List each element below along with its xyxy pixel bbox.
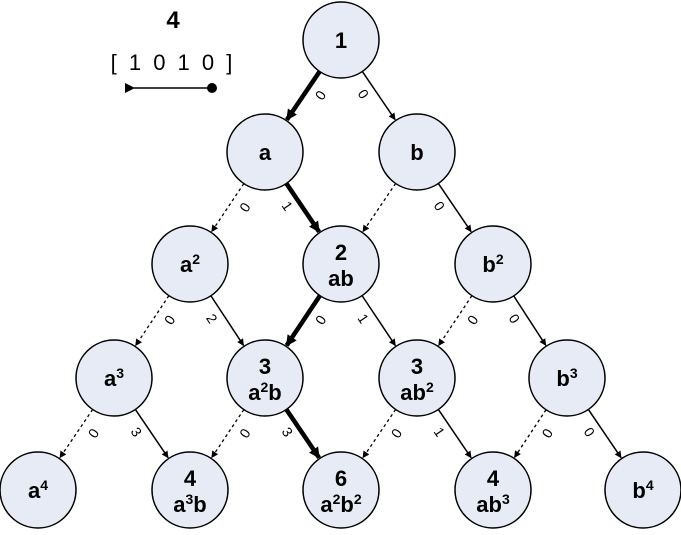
node-term: a3b xyxy=(173,491,207,517)
node-circle xyxy=(151,451,229,529)
node-term: a4 xyxy=(28,477,48,503)
edge-ab-to-ab2 xyxy=(361,295,396,347)
node-circle xyxy=(454,451,532,529)
node-circle xyxy=(151,225,229,303)
node-term: b2 xyxy=(482,251,503,277)
node-coefficient: 6 xyxy=(335,466,347,491)
node-coefficient: 3 xyxy=(259,354,271,379)
node-n1: 1 xyxy=(302,1,380,79)
edge-b-to-b2 xyxy=(437,183,472,233)
edge-label-ab2-to-ab3: 1 xyxy=(431,424,449,440)
node-coefficient: 4 xyxy=(487,466,500,491)
node-term: ab2 xyxy=(400,379,434,405)
edge-label-a-to-a2: 0 xyxy=(236,200,254,216)
node-term: b4 xyxy=(632,477,653,503)
edge-b2-to-ab2 xyxy=(438,295,473,347)
node-a2: a2 xyxy=(151,225,229,303)
node-circle xyxy=(0,451,77,529)
edge-label-a2b-to-a3b: 0 xyxy=(236,426,254,442)
edge-label-a-to-ab: 1 xyxy=(279,198,297,214)
edge-b-to-ab xyxy=(362,183,397,233)
edge-label-n1-to-b: 0 xyxy=(355,86,373,102)
edge-label-b2-to-ab2: 0 xyxy=(464,312,482,328)
edge-a2b-to-a2b2 xyxy=(284,408,321,459)
edge-a2-to-a3 xyxy=(135,295,170,347)
node-a: a xyxy=(226,113,304,191)
edge-label-ab2-to-a2b2: 0 xyxy=(388,426,406,442)
legend-arrow-dot xyxy=(207,83,217,93)
node-circle xyxy=(226,339,304,417)
node-term: b3 xyxy=(556,365,577,391)
edge-ab2-to-a2b2 xyxy=(362,409,397,459)
edge-n1-to-a xyxy=(285,70,322,121)
node-circle xyxy=(378,339,456,417)
edge-label-n1-to-a: 0 xyxy=(312,88,330,104)
node-circle xyxy=(378,113,456,191)
edge-label-b3-to-b4: 0 xyxy=(581,424,599,440)
edge-ab2-to-ab3 xyxy=(437,409,472,459)
node-circle xyxy=(528,339,606,417)
edge-a-to-ab xyxy=(284,182,321,233)
node-term: ab xyxy=(328,266,354,291)
edge-a-to-a2 xyxy=(211,183,245,233)
edge-label-ab-to-ab2: 1 xyxy=(355,311,373,327)
node-circle xyxy=(604,451,681,529)
node-term: ab3 xyxy=(476,491,510,517)
node-a3: a3 xyxy=(75,339,153,417)
node-term: a3 xyxy=(104,365,124,391)
legend-number: 4 xyxy=(166,7,180,34)
node-b4: b4 xyxy=(604,451,681,529)
edge-label-a2-to-a2b: 2 xyxy=(203,311,221,326)
node-circle xyxy=(454,225,532,303)
edge-n1-to-b xyxy=(361,71,396,121)
node-coefficient: 4 xyxy=(184,466,197,491)
legend-vector: [ 1 0 1 0 ] xyxy=(111,50,236,75)
edge-label-b-to-b2: 0 xyxy=(431,198,449,214)
node-circle xyxy=(302,225,380,303)
edge-label-a2-to-a3: 0 xyxy=(161,312,179,328)
node-b2: b2 xyxy=(454,225,532,303)
node-coefficient: 3 xyxy=(411,354,423,379)
node-ab: 2ab xyxy=(302,225,380,303)
node-b3: b3 xyxy=(528,339,606,417)
node-circle xyxy=(302,1,380,79)
node-term: a xyxy=(259,140,272,165)
edge-label-a3-to-a3b: 3 xyxy=(128,424,146,440)
node-term: a2 xyxy=(180,251,200,277)
edge-b2-to-b3 xyxy=(513,295,547,346)
legend: 4 [ 1 0 1 0 ] xyxy=(111,7,236,93)
node-circle xyxy=(226,113,304,191)
node-term: a2b xyxy=(248,379,282,405)
edge-label-a3-to-a4: 0 xyxy=(85,426,103,442)
edge-b3-to-b4 xyxy=(587,409,622,459)
edge-label-b3-to-ab3: 0 xyxy=(539,426,557,441)
edge-a2b-to-a3b xyxy=(211,409,245,459)
node-coefficient: 2 xyxy=(335,240,347,265)
edge-a3-to-a3b xyxy=(134,409,169,459)
edge-label-a2b-to-a2b2: 3 xyxy=(279,424,297,440)
edge-label-ab-to-a2b: 0 xyxy=(312,312,330,328)
edge-label-b2-to-b3: 0 xyxy=(506,311,524,326)
node-a4: a4 xyxy=(0,451,77,529)
node-term: b xyxy=(410,140,423,165)
node-term: 1 xyxy=(335,28,347,53)
edge-ab-to-a2b xyxy=(284,294,322,347)
node-circle xyxy=(302,451,380,529)
edge-a3-to-a4 xyxy=(59,409,94,459)
node-term: a2b2 xyxy=(320,491,362,517)
node-b: b xyxy=(378,113,456,191)
edge-a2-to-a2b xyxy=(210,295,245,347)
node-circle xyxy=(75,339,153,417)
